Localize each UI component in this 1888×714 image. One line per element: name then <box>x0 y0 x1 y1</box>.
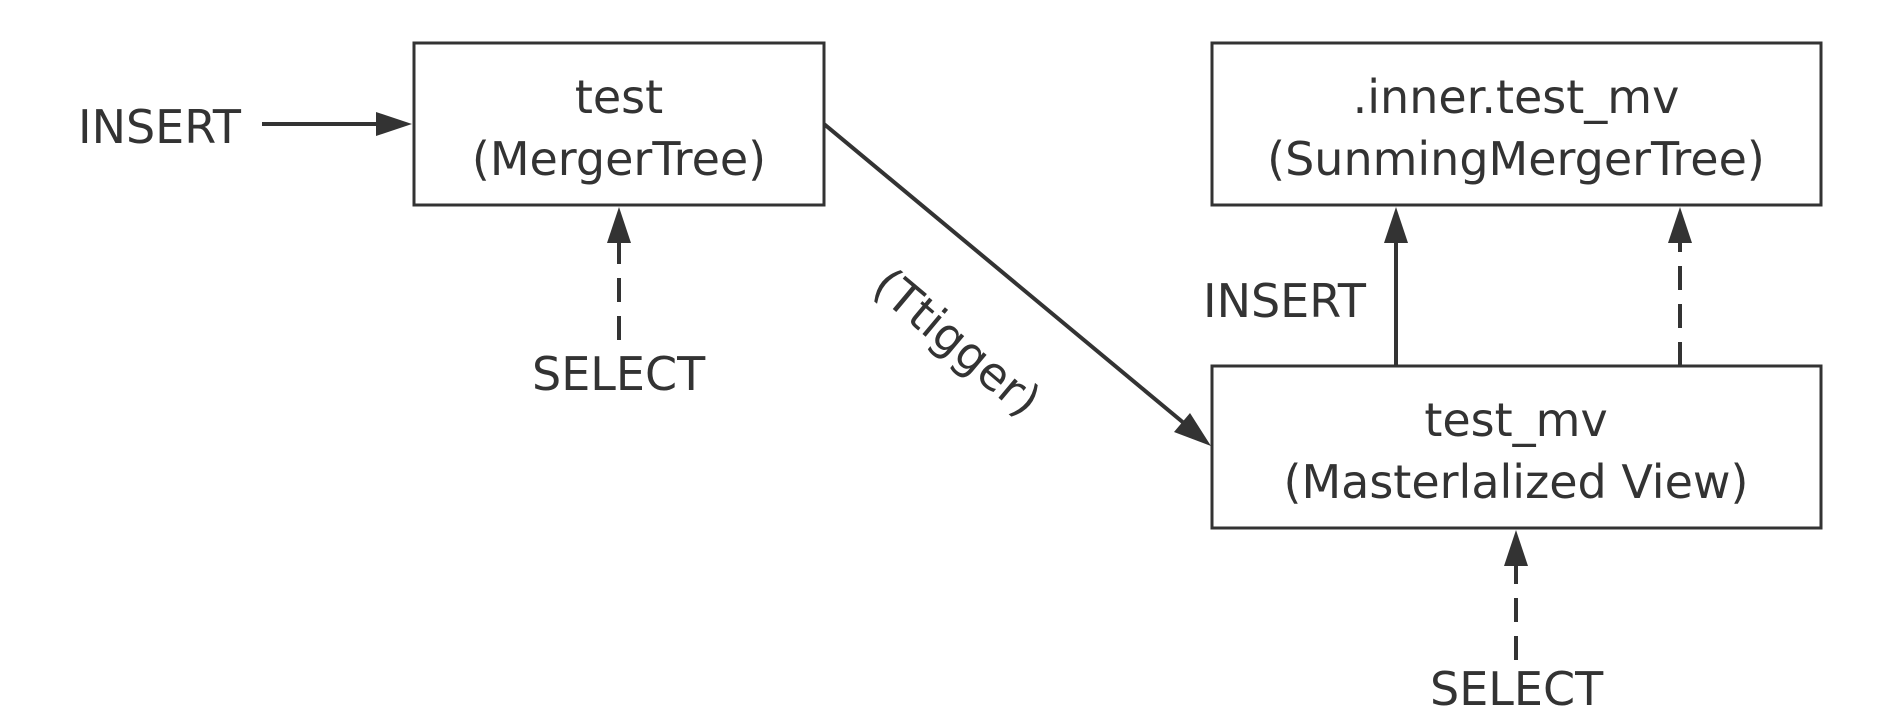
edge-insert-into-inner-label: INSERT <box>1203 274 1367 328</box>
edge-insert-into-test: INSERT <box>78 100 412 154</box>
node-inner-test-mv[interactable]: .inner.test_mv (SunmingMergerTree) <box>1210 41 1823 207</box>
edge-insert-into-inner: INSERT <box>1203 207 1408 366</box>
node-inner-test-mv-name: .inner.test_mv <box>1353 70 1680 124</box>
edge-trigger-arrowhead <box>1174 413 1211 446</box>
node-test-mv-name: test_mv <box>1424 393 1607 447</box>
node-test[interactable]: test (MergerTree) <box>412 41 826 207</box>
edge-insert-into-test-arrowhead <box>376 112 412 136</box>
edge-select-from-mv-arrowhead <box>1504 530 1528 566</box>
edge-select-from-test: SELECT <box>532 207 706 401</box>
edge-select-from-mv: SELECT <box>1430 530 1604 714</box>
node-inner-test-mv-box <box>1210 41 1823 207</box>
edge-select-from-test-label: SELECT <box>532 347 706 401</box>
node-inner-test-mv-engine: (SunmingMergerTree) <box>1267 132 1765 186</box>
edge-insert-into-inner-arrowhead <box>1384 207 1408 243</box>
edge-select-from-test-arrowhead <box>607 207 631 243</box>
edge-trigger-label: (Ttigger) <box>863 257 1051 427</box>
node-test-engine: (MergerTree) <box>472 132 766 186</box>
edge-select-from-mv-label: SELECT <box>1430 662 1604 714</box>
edge-trigger-line <box>822 122 1187 426</box>
node-test-box <box>412 41 826 207</box>
node-test-mv-box <box>1210 364 1823 530</box>
node-test-name: test <box>575 70 663 124</box>
node-test-mv-engine: (Masterlalized View) <box>1284 455 1749 509</box>
edge-mv-reads-inner-arrowhead <box>1668 207 1692 243</box>
node-test-mv[interactable]: test_mv (Masterlalized View) <box>1210 364 1823 530</box>
edge-trigger: (Ttigger) <box>822 122 1211 446</box>
edge-mv-reads-inner <box>1668 207 1692 366</box>
edge-insert-into-test-label: INSERT <box>78 100 242 154</box>
